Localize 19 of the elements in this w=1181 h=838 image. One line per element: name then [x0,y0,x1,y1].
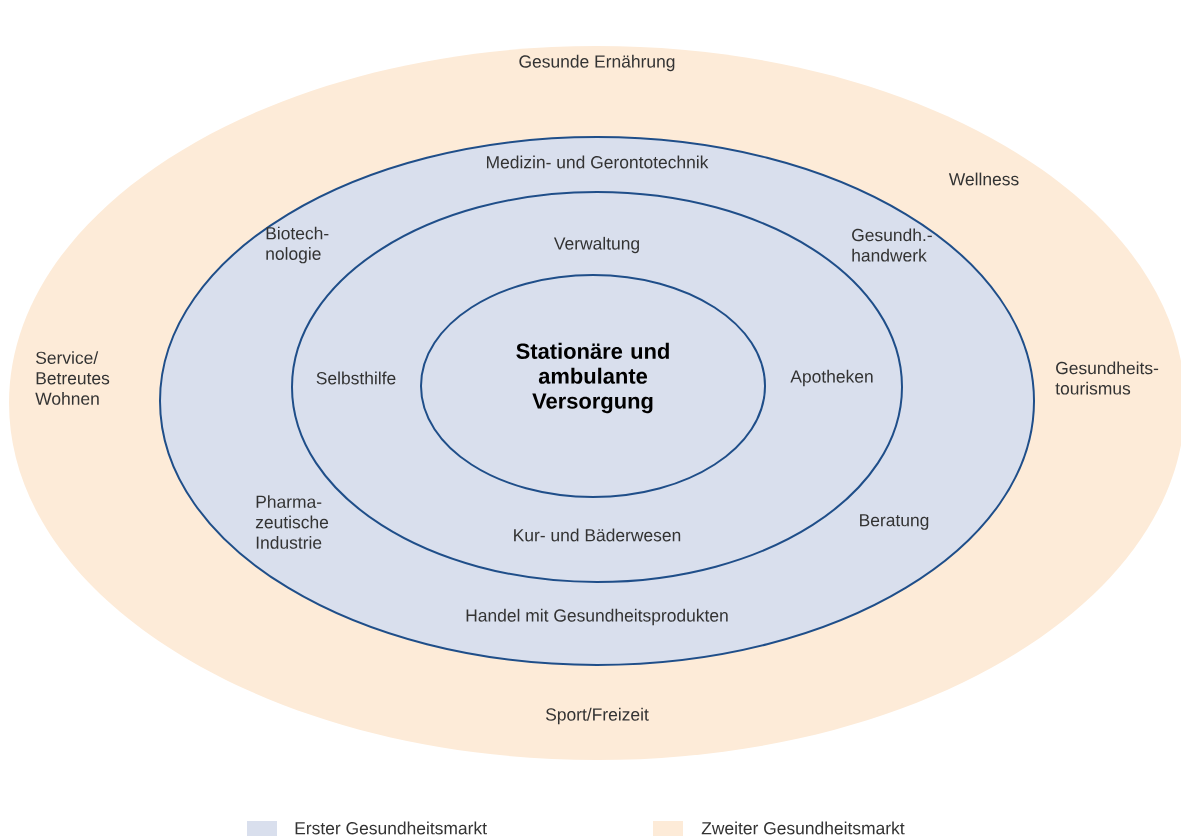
region-label: Selbsthilfe [316,371,396,385]
region-label: Apotheken [790,369,873,387]
region-label: Kur- und Bäderwesen [514,528,681,542]
region-label: Stationäre und ambulante Versorgung [516,342,669,414]
ellipse-region [420,274,766,498]
region-label: Biotech- nologie [266,226,329,264]
region-label: Gesundh.- handwerk [852,228,932,262]
region-label: Medizin- und Gerontotechnik [487,155,709,169]
region-label: Verwaltung [553,236,639,254]
region-label: Gesundheits- tourismus [1055,361,1159,395]
region-label: Wellness [948,172,1019,186]
region-label: Beratung [860,514,929,530]
legend-label: Erster Gesundheitsmarkt [295,821,487,835]
region-label: Sport/Freizeit [545,707,649,725]
legend-label: Zweiter Gesundheitsmarkt [701,821,905,835]
region-label: Pharma- zeutische Industrie [255,495,329,549]
region-label: Gesunde Ernährung [519,54,675,72]
region-label: Handel mit Gesundheitsprodukten [466,608,728,626]
region-label: Service/ Betreutes Wohnen [35,351,110,405]
